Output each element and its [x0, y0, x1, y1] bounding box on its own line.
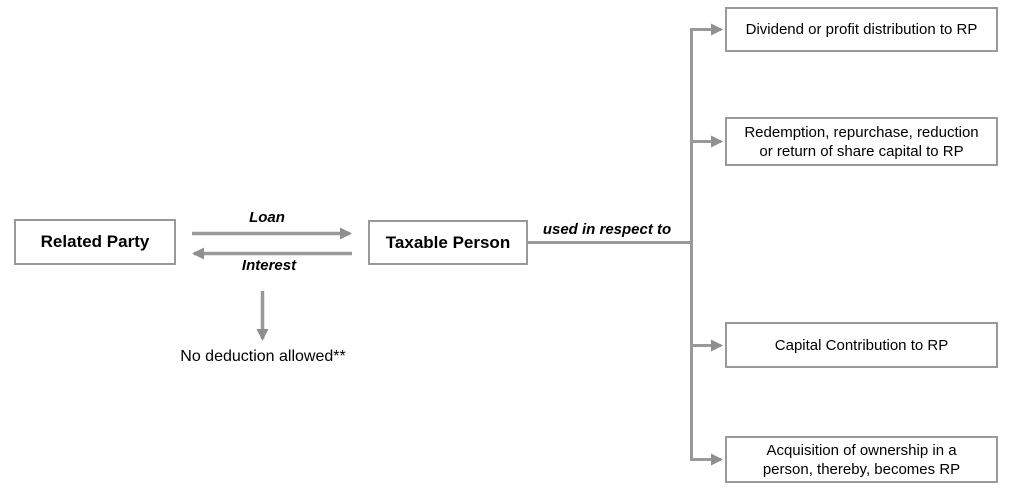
outcome-box-acquisition: Acquisition of ownership in a person, th…: [725, 436, 998, 483]
outcome-box-capital-contribution: Capital Contribution to RP: [725, 322, 998, 368]
outcome-box-dividend: Dividend or profit distribution to RP: [725, 7, 998, 52]
interest-edge-label: Interest: [241, 257, 297, 274]
outcome-label: Acquisition of ownership in a person, th…: [762, 441, 961, 478]
taxable-person-box: Taxable Person: [368, 220, 528, 265]
outcome-label: Redemption, repurchase, reduction or ret…: [744, 123, 979, 160]
no-deduction-label: No deduction allowed**: [180, 348, 346, 365]
related-party-box: Related Party: [14, 219, 176, 265]
loan-edge-label: Loan: [249, 209, 285, 226]
related-party-label: Related Party: [40, 232, 150, 251]
outcome-box-redemption: Redemption, repurchase, reduction or ret…: [725, 117, 998, 166]
used-in-respect-label: used in respect to: [542, 221, 672, 238]
taxable-person-label: Taxable Person: [385, 232, 511, 252]
outcome-label: Dividend or profit distribution to RP: [745, 21, 978, 38]
outcome-label: Capital Contribution to RP: [774, 336, 949, 354]
